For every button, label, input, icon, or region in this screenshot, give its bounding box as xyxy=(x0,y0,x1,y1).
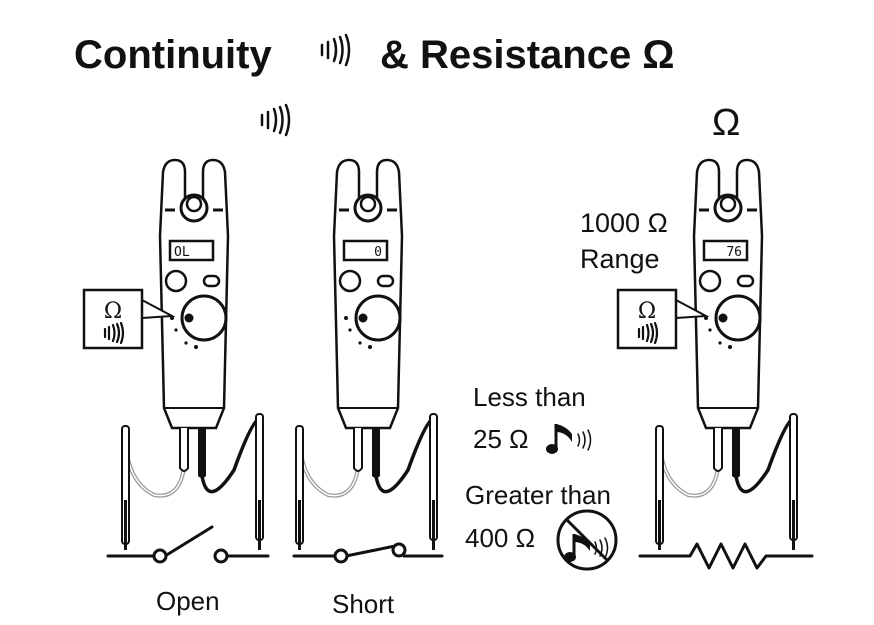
short-switch-circuit xyxy=(292,542,444,564)
sound-waves-icon xyxy=(260,103,291,137)
title-resistance: & Resistance Ω xyxy=(380,33,674,77)
greater-than-value: 400 Ω xyxy=(465,523,535,553)
gray-test-lead xyxy=(657,429,720,498)
hold-button[interactable] xyxy=(338,269,362,293)
dial-callout-1: Ω xyxy=(82,288,176,350)
lcd-display xyxy=(342,239,389,262)
black-test-lead xyxy=(734,416,795,494)
dial-callout-3: Ω xyxy=(616,288,710,350)
resistor-circuit xyxy=(638,542,814,570)
range-label-text: Range xyxy=(580,244,660,274)
lcd-reading: 76 xyxy=(726,245,742,260)
beep-note-icon xyxy=(546,424,592,454)
no-beep-icon xyxy=(556,509,618,571)
range-label-value: 1000 Ω xyxy=(580,208,668,238)
callout-sound-icon xyxy=(103,321,125,345)
lcd-display xyxy=(702,239,749,262)
black-test-lead xyxy=(374,416,435,494)
backlight-button[interactable] xyxy=(202,274,221,288)
gray-test-lead xyxy=(123,429,186,498)
resistance-header-omega: Ω xyxy=(712,102,740,144)
rotary-dial[interactable] xyxy=(714,294,762,342)
black-test-lead xyxy=(200,416,261,494)
title-continuity: Continuity xyxy=(74,33,272,77)
hold-button[interactable] xyxy=(164,269,188,293)
backlight-button[interactable] xyxy=(376,274,395,288)
callout-sound-icon xyxy=(637,321,659,345)
title-sound-icon xyxy=(320,33,351,67)
lcd-reading: 0 xyxy=(374,245,382,260)
lcd-reading: OL xyxy=(174,245,190,260)
caption-short: Short xyxy=(332,589,395,619)
tester-2: 0 xyxy=(295,158,438,550)
backlight-button[interactable] xyxy=(736,274,755,288)
less-than-label: Less than xyxy=(473,382,586,412)
lcd-display xyxy=(168,239,215,262)
rotary-dial[interactable] xyxy=(180,294,228,342)
less-than-value: 25 Ω xyxy=(473,424,529,454)
callout-omega: Ω xyxy=(104,299,122,324)
tester-1: OL xyxy=(121,158,264,550)
callout-omega: Ω xyxy=(638,299,656,324)
open-switch-circuit xyxy=(106,525,270,564)
rotary-dial[interactable] xyxy=(354,294,402,342)
greater-than-label: Greater than xyxy=(465,480,611,510)
gray-test-lead xyxy=(297,429,360,498)
tester-3: 76 xyxy=(655,158,798,550)
caption-open: Open xyxy=(156,586,220,616)
hold-button[interactable] xyxy=(698,269,722,293)
